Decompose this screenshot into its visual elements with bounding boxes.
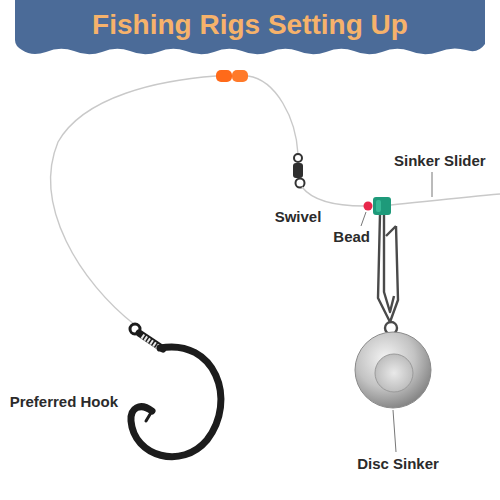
sinker-slider-symbol — [376, 200, 381, 212]
title: Fishing Rigs Setting Up — [92, 10, 408, 41]
hook-symbol — [130, 324, 221, 457]
part-label: Bead — [331, 228, 372, 246]
label-leader — [393, 410, 396, 452]
part-label: Disc Sinker — [355, 455, 441, 473]
label-leader — [361, 212, 366, 226]
part-label: Swivel — [273, 208, 324, 226]
part-label: Sinker Slider — [392, 152, 488, 170]
sinker-slider-symbol — [373, 197, 391, 215]
main-line — [302, 187, 364, 206]
main-line — [391, 194, 500, 205]
float-bead — [216, 70, 232, 82]
disc-sinker-symbol — [375, 354, 413, 392]
float-bead — [232, 70, 248, 82]
part-label: Preferred Hook — [8, 393, 120, 411]
label-leader — [432, 172, 433, 197]
swivel-symbol — [293, 154, 305, 188]
snap-clip — [378, 214, 398, 322]
title-banner — [15, 0, 485, 54]
bead-symbol — [364, 202, 373, 211]
leader-line — [248, 76, 298, 154]
disc-sinker-symbol — [355, 332, 431, 408]
leader-line — [51, 76, 216, 325]
